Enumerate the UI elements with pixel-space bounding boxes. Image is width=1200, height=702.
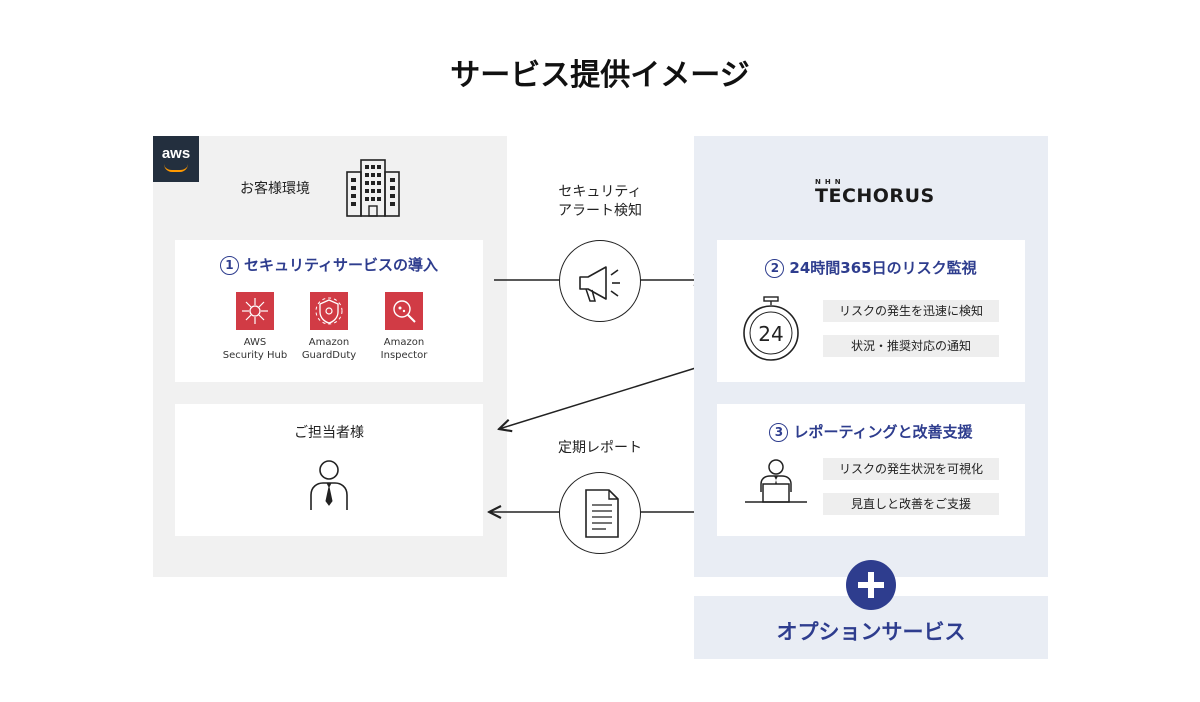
option-service-label: オプションサービス bbox=[776, 620, 966, 644]
step1-number: 1 bbox=[219, 256, 239, 275]
stopwatch-text: 24 bbox=[758, 322, 783, 346]
contact-person-card: ご担当者様 bbox=[175, 404, 483, 536]
aws-smile-icon bbox=[164, 164, 188, 172]
aws-logo-text: aws bbox=[161, 145, 191, 162]
guardduty-icon bbox=[310, 292, 348, 330]
page-title: サービス提供イメージ bbox=[450, 58, 750, 93]
alert-detection-label: セキュリティ アラート検知 bbox=[558, 184, 642, 219]
person-icon bbox=[310, 460, 348, 510]
service-label-security-hub: AWS Security Hub bbox=[222, 337, 288, 361]
techorus-logo: NHN TECHORUS bbox=[815, 178, 935, 207]
step2-item-2: 状況・推奨対応の通知 bbox=[823, 335, 999, 357]
contact-title: ご担当者様 bbox=[294, 425, 364, 441]
step2-title-text: 24時間365日のリスク監視 bbox=[789, 259, 977, 277]
notify-arrow bbox=[499, 365, 703, 429]
nhn-logo-text: NHN bbox=[815, 178, 845, 186]
operator-at-desk-icon bbox=[745, 459, 807, 503]
step3-title-text: レポーティングと改善支援 bbox=[793, 423, 973, 441]
service-label-inspector: Amazon Inspector bbox=[380, 337, 428, 361]
security-hub-icon bbox=[236, 292, 274, 330]
document-icon bbox=[559, 472, 641, 554]
step2-number: 2 bbox=[765, 259, 785, 278]
periodic-report-label: 定期レポート bbox=[558, 440, 642, 456]
customer-env-label: お客様環境 bbox=[240, 181, 310, 197]
step3-item-2: 見直しと改善をご支援 bbox=[823, 493, 999, 515]
step3-item-1: リスクの発生状況を可視化 bbox=[823, 458, 999, 480]
step2-item-1: リスクの発生を迅速に検知 bbox=[823, 300, 999, 322]
step1-title-text: セキュリティサービスの導入 bbox=[243, 256, 439, 274]
techorus-logo-text: TECHORUS bbox=[815, 185, 935, 207]
step3-number: 3 bbox=[769, 423, 789, 442]
plus-icon bbox=[846, 560, 896, 610]
service-label-guardduty: Amazon GuardDuty bbox=[301, 337, 357, 361]
stopwatch-icon: 24 bbox=[743, 296, 799, 361]
inspector-icon bbox=[385, 292, 423, 330]
aws-logo: aws bbox=[153, 136, 199, 182]
megaphone-icon bbox=[559, 240, 641, 322]
building-icon bbox=[346, 159, 400, 217]
